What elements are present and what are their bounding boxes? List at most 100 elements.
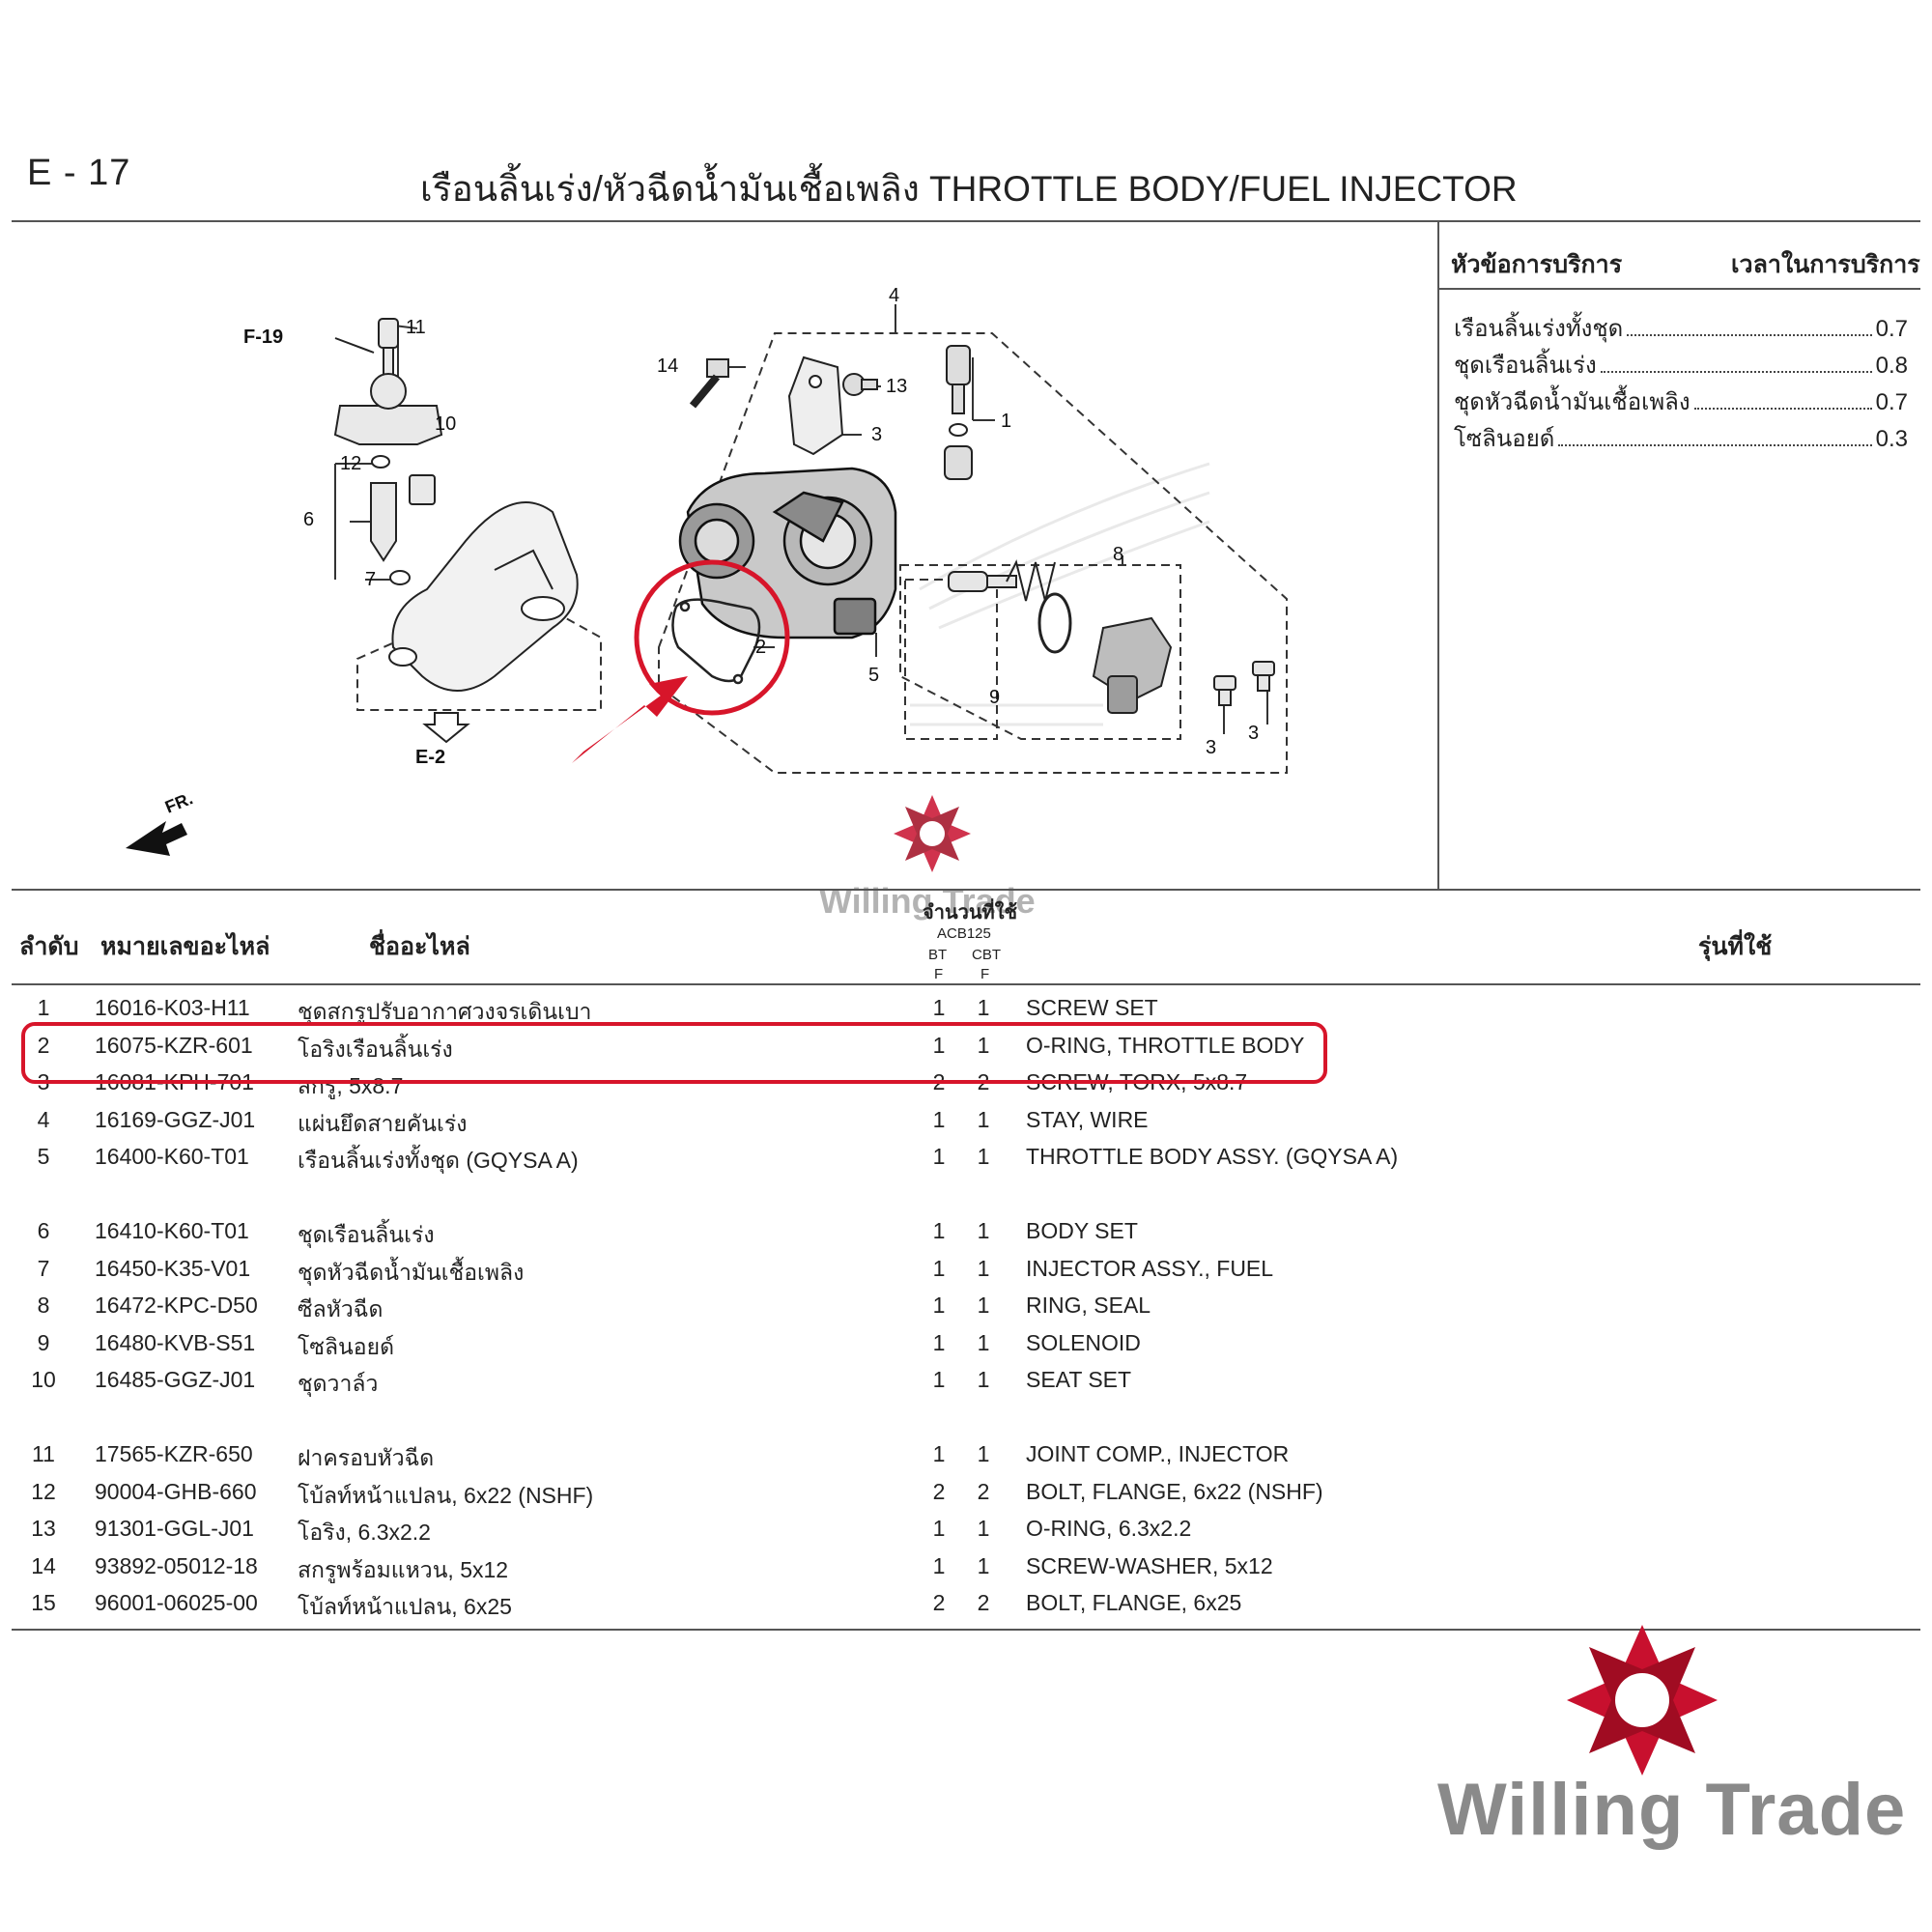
screw-washer-icon [842,373,878,396]
qty-bt-f: 1 [932,1293,946,1318]
table-bottom-divider [12,1629,1920,1631]
part-name-english: JOINT COMP., INJECTOR [1026,1441,1290,1466]
e2-arrow-icon [422,712,470,744]
part-name-english: SCREW SET [1026,995,1158,1020]
callout-3b: 3 [1248,723,1259,744]
callout-12: 11 [406,317,426,338]
intake-manifold [388,501,579,692]
ref-fr: FR. [162,788,195,816]
part-number: 16075-KZR-601 [95,1032,253,1058]
col-header-qty: จำนวนที่ใช้ [923,902,1018,923]
row-number: 15 [31,1590,56,1615]
callout-11: 10 [435,413,456,435]
part-number: 16472-KPC-D50 [95,1293,258,1318]
row-number: 11 [32,1441,55,1466]
part-name-english: STAY, WIRE [1026,1106,1149,1132]
table-header-divider [12,983,1920,985]
highlight-circle [634,559,790,716]
callout-7: 6 [303,509,314,530]
screw-set-icon [944,345,973,480]
parts-diagram: 11 10 12 6 7 4 14 13 3 1 2 5 8 9 3 3 F-1… [12,222,1437,889]
callout-1: 1 [1001,411,1011,432]
row-number: 5 [37,1144,50,1169]
qty-cbt-f: 1 [977,1144,990,1169]
part-name-english: SEAT SET [1026,1367,1132,1392]
row-number: 1 [37,995,50,1020]
part-name-english: THROTTLE BODY ASSY. (GQYSA A) [1026,1144,1399,1169]
callout-4: 3 [871,424,882,445]
callout-10: 9 [989,687,1000,708]
part-name-english: SCREW-WASHER, 5x12 [1026,1552,1273,1578]
col-header-bt-f: F [934,966,944,982]
qty-bt-f: 2 [932,1478,946,1504]
row-number: 13 [31,1516,56,1541]
qty-cbt-f: 1 [977,1032,990,1058]
row-number: 14 [31,1552,56,1578]
o-ring-throttle-body [671,598,761,685]
row-number: 8 [37,1293,50,1318]
service-item: โซลินอยด์0.3 [1454,426,1908,452]
callout-13: 12 [340,453,361,474]
qty-cbt-f: 1 [977,1218,990,1243]
col-header-models-used: รุ่นที่ใช้ [1698,933,1773,960]
col-header-model: ACB125 [937,925,991,942]
watermark-logo-small [894,795,971,872]
qty-cbt-f: 1 [977,1552,990,1578]
qty-bt-f: 1 [932,995,946,1020]
part-name-english: SOLENOID [1026,1329,1141,1355]
page-title: เรือนลิ้นเร่ง/หัวฉีดน้ำมันเชื้อเพลิง THR… [420,169,1518,209]
watermark-text-small: Willing Trade [819,881,1036,921]
part-name-english: BOLT, FLANGE, 6x25 [1026,1590,1242,1615]
col-header-part-no: หมายเลขอะไหล่ [100,933,270,960]
qty-bt-f: 1 [932,1552,946,1578]
callout-6: 5 [868,665,879,686]
throttle-body [678,467,897,639]
row-number: 4 [37,1106,50,1132]
flange-bolt-icon [689,358,729,409]
panel-divider [1437,222,1439,889]
highlight-row-box [21,1022,1327,1084]
qty-cbt-f: 1 [977,1367,990,1392]
solenoid-assembly [948,559,1275,714]
qty-bt-f: 2 [932,1590,946,1615]
row-number: 12 [31,1478,56,1504]
ref-f19: F-19 [243,327,283,348]
qty-cbt-f: 2 [977,1478,990,1504]
qty-cbt-f: 2 [977,1590,990,1615]
col-header-no: ลำดับ [19,933,79,960]
header-divider [12,220,1920,222]
qty-bt-f: 1 [932,1255,946,1281]
part-name-english: INJECTOR ASSY., FUEL [1026,1255,1274,1281]
col-header-cbt-f: F [980,966,990,982]
part-number: 16016-K03-H11 [95,995,250,1020]
torx-screw-icon [1213,661,1275,706]
callout-labels: 11 10 12 6 7 4 14 13 3 1 2 5 8 9 3 3 F-1… [162,285,1259,817]
table-top-divider [12,889,1920,891]
exploded-view-svg: 11 10 12 6 7 4 14 13 3 1 2 5 8 9 3 3 F-1… [126,285,1288,872]
row-number: 10 [31,1367,56,1392]
service-heading-divider [1439,288,1920,290]
qty-bt-f: 1 [932,1144,946,1169]
service-heading-item: หัวข้อการบริการ [1451,251,1623,278]
part-number: 93892-05012-18 [95,1552,258,1578]
qty-bt-f: 1 [932,1516,946,1541]
callout-3a: 3 [1206,737,1216,758]
row-number: 2 [37,1032,50,1058]
part-number: 16450-K35-V01 [95,1255,251,1281]
injector-assembly [333,318,443,585]
qty-cbt-f: 1 [977,995,990,1020]
qty-bt-f: 1 [932,1218,946,1243]
part-number: 90004-GHB-660 [95,1478,257,1504]
highlight-arrow-icon [572,676,688,763]
